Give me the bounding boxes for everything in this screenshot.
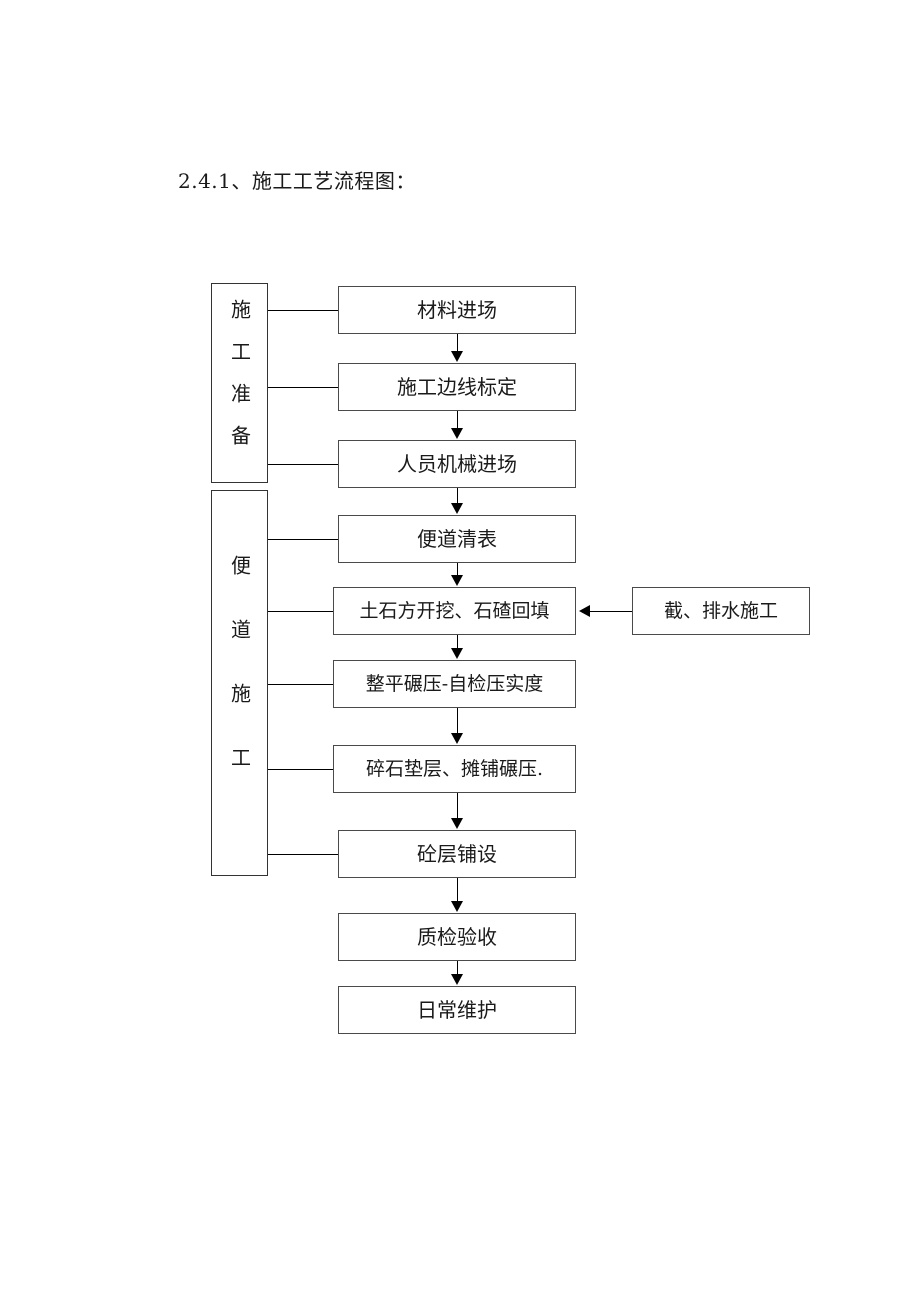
step-box-concrete-layer-paving: 砼层铺设 (338, 830, 576, 878)
flow-line-7-8 (457, 793, 458, 819)
step-box-material-arrival: 材料进场 (338, 286, 576, 334)
page-heading: 2.4.1、施工工艺流程图： (178, 169, 416, 193)
connector-road-to-gravel-cushion (268, 769, 333, 770)
phase-label-access-road-construction: 便道施工 (227, 555, 252, 811)
phase-label-construction-preparation: 施工准备 (227, 299, 252, 467)
flow-arrowhead-4-5 (451, 575, 463, 586)
step-box-earthwork-excavation-backfill: 土石方开挖、石碴回填 (333, 587, 576, 635)
flow-arrowhead-2-3 (451, 428, 463, 439)
flow-line-5-6 (457, 635, 458, 649)
step-box-personnel-machinery-arrival: 人员机械进场 (338, 440, 576, 488)
step-box-routine-maintenance: 日常维护 (338, 986, 576, 1034)
flow-arrowhead-8-9 (451, 901, 463, 912)
flow-line-3-4 (457, 488, 458, 504)
connector-prep-to-personnel-machinery (268, 464, 338, 465)
flow-line-1-2 (457, 334, 458, 352)
connector-road-to-grading-rolling (268, 684, 333, 685)
phase-box-construction-preparation: 施工准备 (211, 283, 268, 483)
flow-line-8-9 (457, 878, 458, 902)
flow-arrowhead-1-2 (451, 351, 463, 362)
step-box-quality-inspection-acceptance: 质检验收 (338, 913, 576, 961)
flow-line-2-3 (457, 411, 458, 429)
step-box-road-surface-clearing: 便道清表 (338, 515, 576, 563)
step-box-gravel-cushion-paving-rolling: 碎石垫层、摊铺碾压. (333, 745, 576, 793)
connector-road-to-surface-clearing (268, 539, 338, 540)
connector-road-to-concrete-layer (268, 854, 338, 855)
connector-road-to-earthwork (268, 611, 333, 612)
flow-arrowhead-7-8 (451, 818, 463, 829)
flow-line-9-10 (457, 961, 458, 975)
connector-prep-to-material-arrival (268, 310, 338, 311)
flow-arrowhead-drainage-to-earthwork (579, 605, 590, 617)
step-box-boundary-marking: 施工边线标定 (338, 363, 576, 411)
step-box-grading-rolling-compaction-test: 整平碾压-自检压实度 (333, 660, 576, 708)
flow-arrowhead-3-4 (451, 503, 463, 514)
flow-line-drainage-to-earthwork (590, 611, 632, 612)
flow-line-6-7 (457, 708, 458, 734)
connector-prep-to-boundary-marking (268, 387, 338, 388)
phase-box-access-road-construction: 便道施工 (211, 490, 268, 876)
step-box-interception-drainage-construction: 截、排水施工 (632, 587, 810, 635)
flow-line-4-5 (457, 563, 458, 576)
flow-arrowhead-6-7 (451, 733, 463, 744)
flow-arrowhead-5-6 (451, 648, 463, 659)
flow-arrowhead-9-10 (451, 974, 463, 985)
